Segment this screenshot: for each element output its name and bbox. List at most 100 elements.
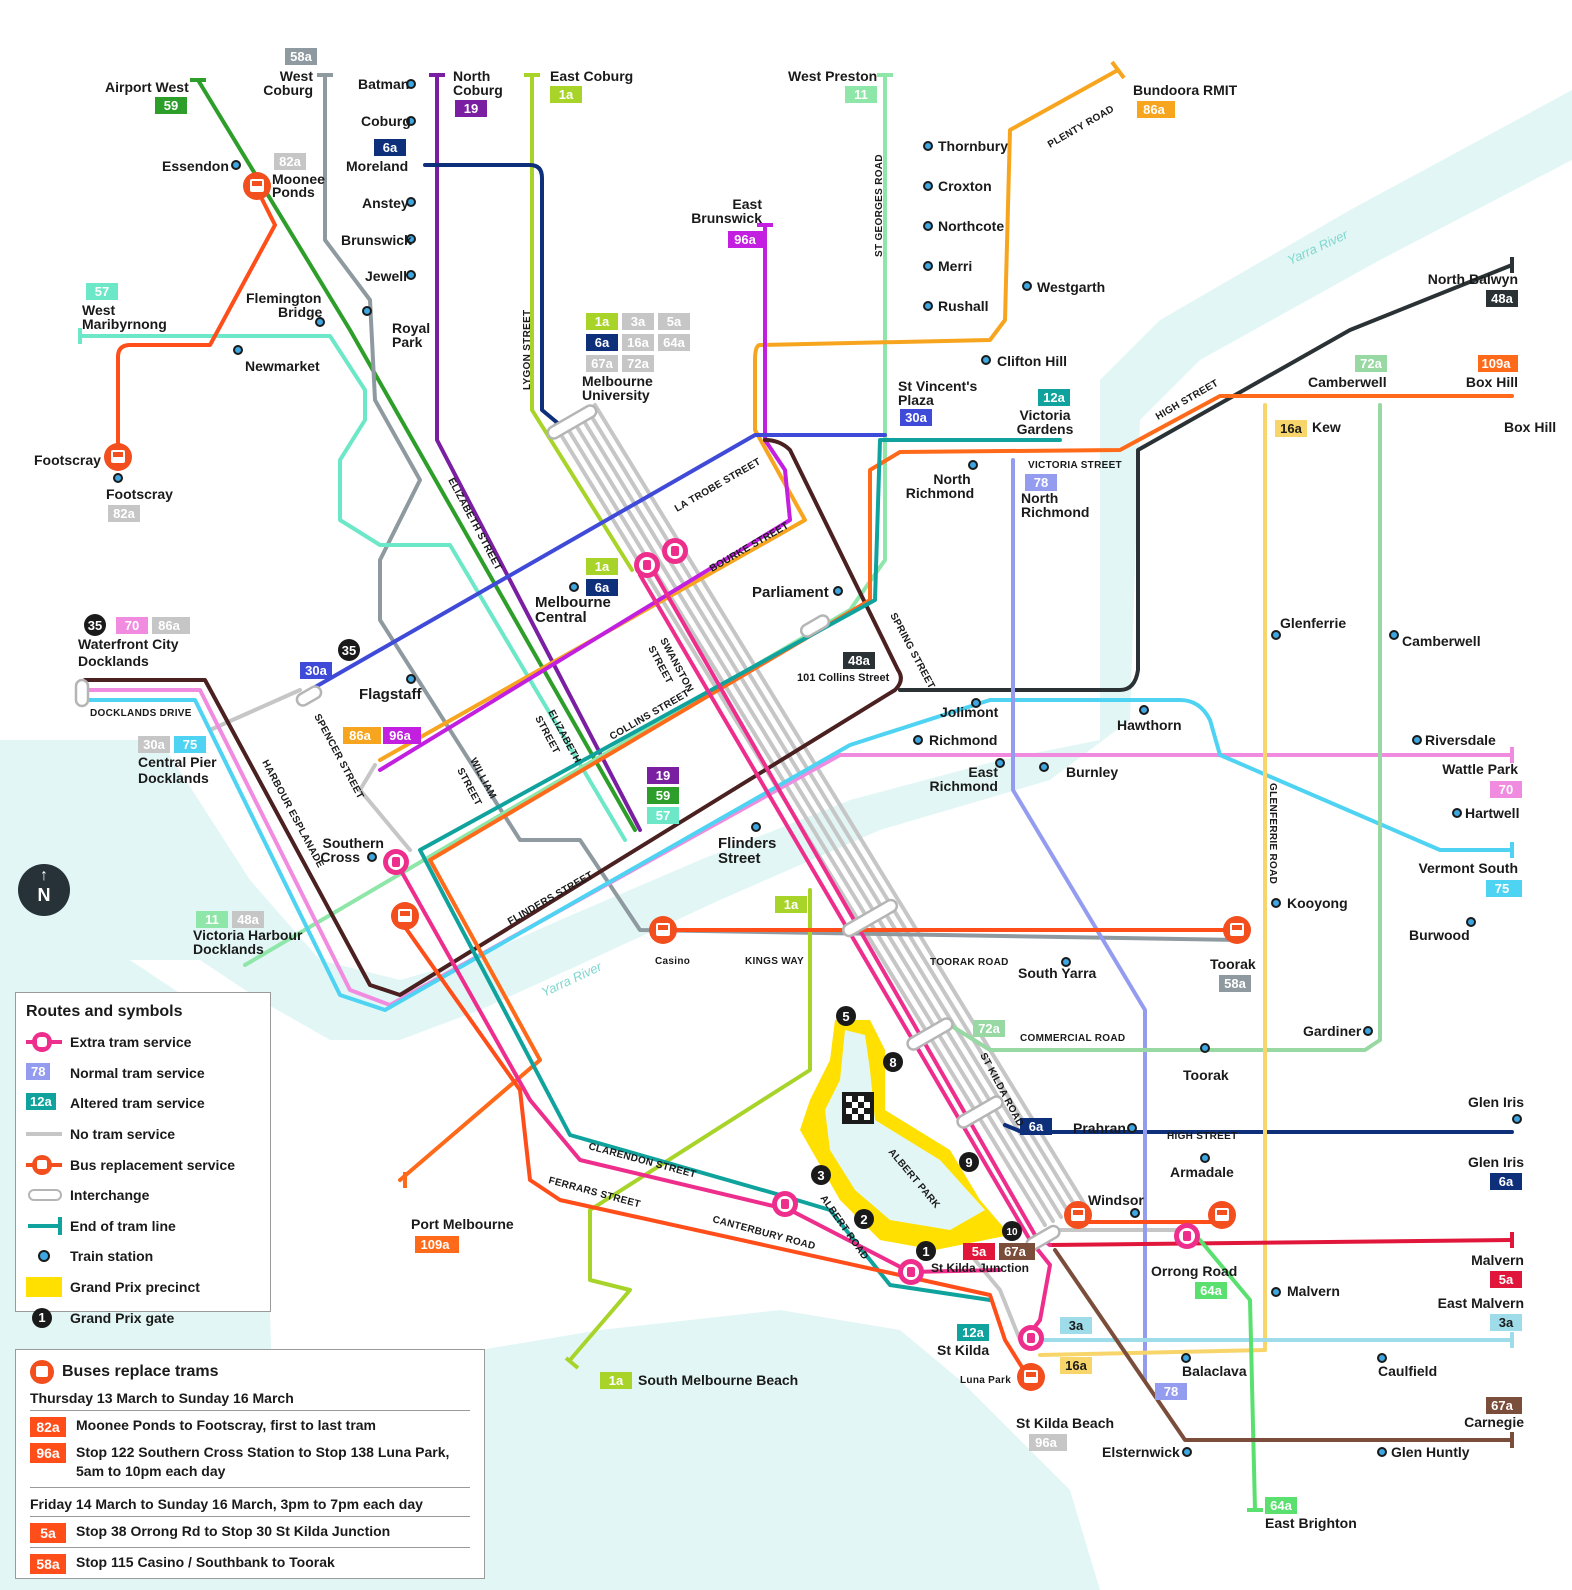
badge-30a-flagstaff: 30a (300, 662, 332, 679)
line-ends (78, 60, 1514, 1512)
badge-6a-prahran: 6a (1020, 1118, 1052, 1135)
route-lines (78, 68, 1514, 1512)
route-16a-line (1038, 403, 1267, 1357)
extra-tram-icon (772, 1191, 798, 1217)
svg-text:6a: 6a (383, 140, 398, 155)
label-west-coburg-2: Coburg (263, 82, 313, 98)
interchange-commercial (906, 1017, 954, 1051)
road-docklands-dr: DOCKLANDS DRIVE (90, 708, 192, 719)
svg-text:3a: 3a (631, 314, 646, 329)
legend-gate: 1 Grand Prix gate (26, 1302, 260, 1333)
route-109a-line (398, 394, 1514, 1182)
label-melb-central-1: Melbourne (535, 594, 611, 611)
gate-10: 10 (1002, 1221, 1022, 1241)
label-flemington-1: Flemington (246, 290, 321, 306)
badge-6a-glen-iris: 6a (1490, 1173, 1522, 1190)
svg-text:3: 3 (817, 1168, 824, 1183)
badge-67a-uni: 67a (586, 355, 618, 372)
label-newmarket: Newmarket (245, 358, 320, 374)
badge-96a-east-brunswick: 96a (728, 231, 766, 248)
train-stations (113, 79, 1522, 1457)
route-11-line (243, 73, 887, 967)
svg-text:70: 70 (125, 618, 139, 633)
svg-text:67a: 67a (591, 356, 613, 371)
label-glen-huntly: Glen Huntly (1391, 1444, 1470, 1460)
route-badges: 58a 59 19 1a 6a 82a 57 82a 11 86a 96a 48… (84, 48, 1522, 1514)
svg-text:35: 35 (88, 618, 102, 633)
label-southern-cross-2: Cross (320, 849, 360, 865)
badge-78-north-richmond: 78 (1025, 474, 1057, 491)
interchange-collins (799, 614, 831, 638)
label-anstey: Anstey (362, 195, 409, 211)
label-west-maribyrnong-2: Maribyrnong (82, 316, 167, 332)
extra-tram-icon (1174, 1223, 1200, 1249)
route-86a-line (378, 68, 1120, 762)
extra-tram-icon (898, 1259, 924, 1285)
badge-35-waterfront: 35 (84, 614, 106, 636)
badge-58a-west-coburg: 58a (285, 48, 317, 65)
badge-1a-melb-central: 1a (586, 558, 618, 575)
label-camberwell-top: Camberwell (1308, 374, 1387, 390)
interchange-spencer-latrobe (295, 685, 323, 707)
badge-6a-moreland: 6a (374, 139, 406, 156)
legend-normal: 78 Normal tram service (26, 1058, 260, 1089)
svg-text:64a: 64a (663, 335, 685, 350)
label-southern-cross-1: Southern (323, 835, 384, 851)
badge-72a-camberwell: 72a (1355, 355, 1387, 372)
svg-text:11: 11 (854, 87, 868, 102)
svg-text:64a: 64a (1270, 1498, 1292, 1513)
badge-78-balaclava: 78 (1155, 1383, 1187, 1400)
interchange-docklands (74, 678, 90, 708)
badge-75-vermont: 75 (1486, 880, 1522, 897)
label-footscray-stn: Footscray (106, 486, 173, 502)
label-airport-west: Airport West (105, 79, 189, 95)
badge-12a-victoria-gardens: 12a (1038, 389, 1070, 406)
bus-icon (391, 902, 419, 930)
route-59-line (196, 78, 637, 832)
end-south-melb-beach (564, 1356, 580, 1370)
label-camberwell-stn: Camberwell (1402, 633, 1481, 649)
badge-86a-bundoora: 86a (1137, 101, 1175, 118)
label-flinders-2: Street (718, 850, 761, 867)
label-waterfront-2: Docklands (78, 653, 149, 669)
label-east-brunswick-2: Brunswick (691, 210, 762, 226)
road-glenferrie-road: GLENFERRIE ROAD (1267, 783, 1278, 884)
label-brunswick: Brunswick (341, 232, 412, 248)
svg-text:5a: 5a (972, 1244, 987, 1259)
label-east-richmond-1: East (968, 764, 998, 780)
label-waterfront-1: Waterfront City (78, 636, 179, 652)
label-luna-park: Luna Park (960, 1375, 1011, 1386)
label-north-richmond-1: North (1021, 490, 1058, 506)
interchange-melb-uni (546, 404, 598, 440)
svg-text:5a: 5a (1499, 1272, 1514, 1287)
badge-30a-st-vincents: 30a (900, 409, 932, 426)
bus-icon (26, 1154, 70, 1175)
label-bundoora: Bundoora RMIT (1133, 82, 1238, 98)
label-north-coburg-1: North (453, 68, 490, 84)
badge-6a-uni: 6a (586, 334, 618, 351)
svg-text:58a: 58a (1224, 976, 1246, 991)
svg-text:96a: 96a (389, 728, 411, 743)
route-1a-line (530, 73, 812, 1362)
route-82a-line (116, 183, 277, 452)
road-st-georges: ST GEORGES ROAD (874, 154, 885, 257)
bus-icon (1064, 1201, 1092, 1229)
svg-text:75: 75 (1495, 881, 1509, 896)
badge-70-waterfront: 70 (116, 617, 148, 634)
svg-text:30a: 30a (305, 663, 327, 678)
svg-text:78: 78 (1164, 1384, 1178, 1399)
svg-text:10: 10 (1006, 1227, 1018, 1238)
bus-row-5a: 5a Stop 38 Orrong Rd to Stop 30 St Kilda… (30, 1523, 470, 1548)
svg-text:67a: 67a (1491, 1398, 1513, 1413)
bus-row-82a: 82a Moonee Ponds to Footscray, first to … (30, 1417, 470, 1437)
label-windsor: Windsor (1088, 1192, 1144, 1208)
svg-text:16a: 16a (627, 335, 649, 350)
route-35-line (83, 438, 903, 997)
road-plenty: PLENTY ROAD (1046, 104, 1116, 151)
label-west-maribyrnong-1: West (82, 302, 116, 318)
badge-5a-malvern: 5a (1490, 1271, 1522, 1288)
label-wattle-park: Wattle Park (1442, 761, 1518, 777)
route-57-line (78, 334, 627, 842)
svg-text:86a: 86a (158, 618, 180, 633)
legend-end: End of tram line (26, 1211, 260, 1242)
